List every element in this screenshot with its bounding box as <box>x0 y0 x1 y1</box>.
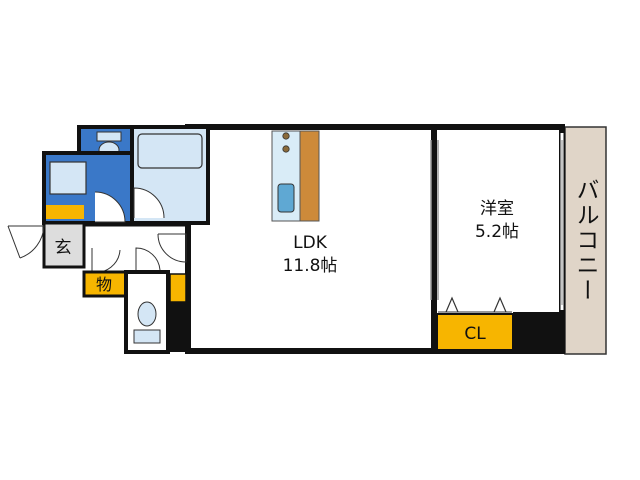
entrance-door <box>8 225 45 259</box>
kitchen-sink-icon <box>277 183 295 213</box>
wall-pillar-right <box>513 312 563 352</box>
small-storage <box>169 273 187 303</box>
western-room-size: 5.2帖 <box>475 222 519 242</box>
washroom-door <box>94 191 126 223</box>
western-room-label: 洋室 <box>480 199 514 219</box>
toilet-icon <box>133 301 161 344</box>
washroom-storage <box>46 205 84 219</box>
wall-pillar-left <box>166 302 190 352</box>
stove-icon <box>282 132 290 153</box>
ldk-size: 11.8帖 <box>283 256 338 276</box>
hall-door-right <box>135 247 161 272</box>
ldk-label: LDK <box>293 233 328 253</box>
bathroom-door <box>133 187 165 219</box>
closet-label: CL <box>464 324 486 344</box>
wood-counter <box>299 130 320 222</box>
balcony-label: バルコニー <box>572 178 599 303</box>
hall-door-left <box>91 248 121 273</box>
entrance-door-leaf <box>7 225 21 259</box>
balcony <box>564 126 607 355</box>
closet <box>436 313 514 351</box>
storage-label: 物 <box>96 275 112 294</box>
closet-door-right <box>493 296 507 313</box>
entrance <box>42 221 86 269</box>
entrance-label: 玄 <box>55 238 72 258</box>
bathtub-icon <box>137 133 203 169</box>
ldk-entry-door <box>157 233 187 263</box>
closet-door-left <box>445 296 459 313</box>
washbasin-icon <box>49 161 87 195</box>
